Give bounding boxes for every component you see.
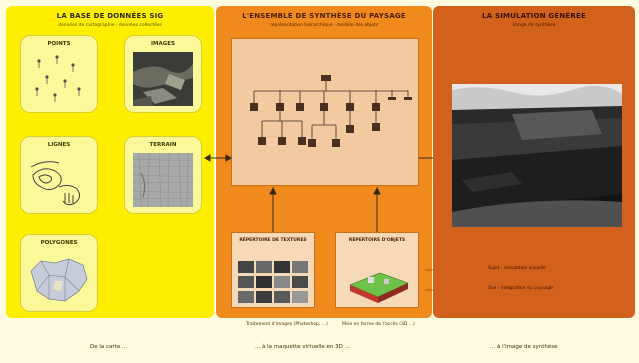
terrain-card: TERRAIN bbox=[124, 136, 202, 214]
access-layout-caption: Mise en forme de l'accès (3D ...) bbox=[342, 322, 415, 327]
landscape-synthesis-subtitle: représentation hiérarchique · modèle des… bbox=[269, 23, 379, 28]
gis-database-title: LA BASE DE DONNÉES SIG bbox=[56, 12, 164, 20]
texture-samples-icon bbox=[238, 261, 308, 303]
images-card-label: IMAGES bbox=[150, 41, 175, 47]
aerial-image-icon bbox=[133, 52, 193, 106]
texture-repertory-label: RÉPERTOIRE DE TEXTURES bbox=[239, 238, 307, 243]
3d-block-icon bbox=[349, 272, 409, 303]
lines-card-label: LIGNES bbox=[47, 142, 71, 148]
points-card: POINTS bbox=[20, 35, 98, 113]
image-processing-caption: Traitement d'images (Photoshop, ...) bbox=[246, 322, 328, 327]
gis-database-subtitle: données de cartographie · données collec… bbox=[57, 23, 162, 28]
lines-icon bbox=[30, 161, 81, 206]
generated-simulation-title: LA SIMULATION GÉNÉRÉE bbox=[482, 12, 586, 20]
integration-view-label: Vue : intégration du paysage bbox=[488, 286, 554, 291]
simulation-subject-label: Sujet : simulation visuelle bbox=[488, 266, 546, 271]
footer-virtual-model: ... à la maquette virtuelle en 3D ... bbox=[255, 344, 350, 350]
polygon-map-icon bbox=[30, 258, 88, 302]
footer-synthetic-image: ... à l'image de synthèse bbox=[490, 344, 558, 350]
generated-simulation-subtitle: image de synthèse bbox=[512, 23, 556, 28]
texture-repertory-panel: RÉPERTOIRE DE TEXTURES bbox=[231, 232, 315, 308]
points-icon bbox=[35, 55, 81, 102]
polygons-card-label: POLYGONES bbox=[40, 240, 78, 246]
footer-from-map: De la carte ... bbox=[90, 344, 128, 350]
object-repertory-label: RÉPERTOIRE D'OBJETS bbox=[348, 238, 406, 243]
images-card: IMAGES bbox=[124, 35, 202, 113]
hierarchy-tree-panel bbox=[231, 38, 419, 186]
scene-hierarchy-tree bbox=[250, 75, 412, 147]
object-repertory-panel: RÉPERTOIRE D'OBJETS bbox=[335, 232, 419, 308]
simulated-landscape-image bbox=[452, 84, 622, 227]
polygons-card: POLYGONES bbox=[20, 234, 98, 312]
terrain-card-label: TERRAIN bbox=[149, 142, 177, 148]
lines-card: LIGNES bbox=[20, 136, 98, 214]
points-card-label: POINTS bbox=[47, 41, 71, 47]
landscape-synthesis-title: L'ENSEMBLE DE SYNTHÈSE DU PAYSAGE bbox=[242, 12, 406, 20]
terrain-texture-icon bbox=[133, 153, 193, 207]
